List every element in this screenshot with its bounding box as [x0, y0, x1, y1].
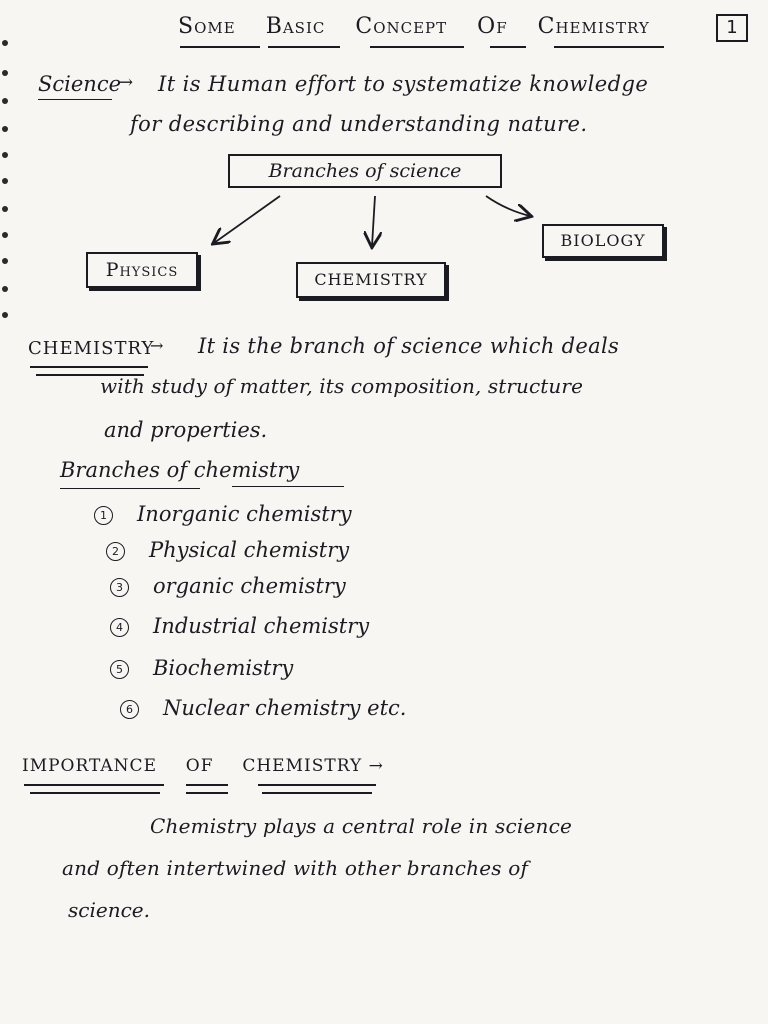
branch-number: 6 — [120, 700, 139, 719]
importance-underline-5 — [258, 784, 376, 786]
branch-item: 4 Industrial chemistry — [110, 614, 369, 638]
diagram-biology-box: BIOLOGY — [542, 224, 664, 258]
branch-number: 2 — [106, 542, 125, 561]
importance-line-1: Chemistry plays a central role in scienc… — [150, 814, 573, 838]
chemistry-label-underline-2 — [36, 374, 144, 376]
branch-text: Nuclear chemistry etc. — [163, 696, 407, 720]
page-title: Some Basic Concept Of Chemistry — [178, 14, 650, 39]
importance-word-3: CHEMISTRY — [242, 756, 363, 776]
branch-number: 4 — [110, 618, 129, 637]
title-word-4: Of — [477, 14, 508, 39]
arrow-to-physics — [214, 195, 281, 243]
branches-heading-underline-1 — [60, 488, 200, 489]
branch-item: 5 Biochemistry — [110, 656, 293, 680]
branch-number: 3 — [110, 578, 129, 597]
branch-number: 1 — [94, 506, 113, 525]
branch-item: 2 Physical chemistry — [106, 538, 349, 562]
chemistry-def-line-3: and properties. — [104, 418, 268, 442]
title-underline-5 — [554, 46, 664, 48]
title-underline-2 — [268, 46, 340, 48]
spiral-binding — [0, 0, 14, 1024]
importance-underline-3 — [186, 784, 228, 786]
branch-item: 1 Inorganic chemistry — [94, 502, 352, 526]
title-word-2: Basic — [265, 14, 326, 39]
branches-heading-part-1: Branches of — [60, 458, 188, 482]
branch-text: Biochemistry — [153, 656, 294, 680]
title-word-5: Chemistry — [537, 14, 650, 39]
science-line-2: for describing and understanding nature. — [130, 112, 588, 136]
title-word-1: Some — [178, 14, 236, 39]
arrow-to-biology — [485, 195, 530, 216]
chemistry-arrow: → — [150, 336, 164, 355]
branches-heading: Branches of chemistry — [60, 458, 299, 482]
title-underline-1 — [180, 46, 260, 48]
branches-heading-part-2: chemistry — [193, 458, 300, 482]
branches-heading-underline-2 — [232, 486, 344, 487]
title-underline-3 — [370, 46, 464, 48]
science-label-underline — [38, 99, 112, 100]
science-label: Science — [38, 72, 122, 96]
importance-line-3: science. — [68, 898, 150, 922]
title-underline-4 — [490, 46, 526, 48]
branch-item: 6 Nuclear chemistry etc. — [120, 696, 406, 720]
diagram-root-box: Branches of science — [228, 154, 502, 188]
chemistry-def-line-2: with study of matter, its composition, s… — [100, 374, 584, 398]
importance-underline-2 — [30, 792, 160, 794]
page-number: 1 — [716, 14, 748, 42]
importance-heading: IMPORTANCE OF CHEMISTRY → — [22, 756, 384, 776]
branch-item: 3 organic chemistry — [110, 574, 346, 598]
importance-word-1: IMPORTANCE — [22, 756, 157, 776]
chemistry-label: CHEMISTRY — [28, 338, 155, 359]
branch-text: Industrial chemistry — [153, 614, 370, 638]
chemistry-def-line-1: It is the branch of science which deals — [198, 334, 620, 358]
importance-underline-4 — [186, 792, 228, 794]
science-line-1: It is Human effort to systematize knowle… — [158, 72, 649, 96]
chemistry-label-underline-1 — [30, 366, 148, 368]
diagram-physics-box: Physics — [86, 252, 198, 288]
importance-underline-6 — [262, 792, 372, 794]
importance-underline-1 — [24, 784, 164, 786]
importance-line-2: and often intertwined with other branche… — [62, 856, 529, 880]
branch-text: Inorganic chemistry — [137, 502, 352, 526]
importance-word-2: OF — [185, 756, 214, 776]
branch-number: 5 — [110, 660, 129, 679]
arrow-to-chemistry — [372, 195, 375, 246]
science-arrow: → — [118, 72, 134, 93]
branch-text: Physical chemistry — [149, 538, 350, 562]
diagram-chemistry-box: CHEMISTRY — [296, 262, 446, 298]
title-word-3: Concept — [355, 14, 448, 39]
branch-text: organic chemistry — [153, 574, 346, 598]
